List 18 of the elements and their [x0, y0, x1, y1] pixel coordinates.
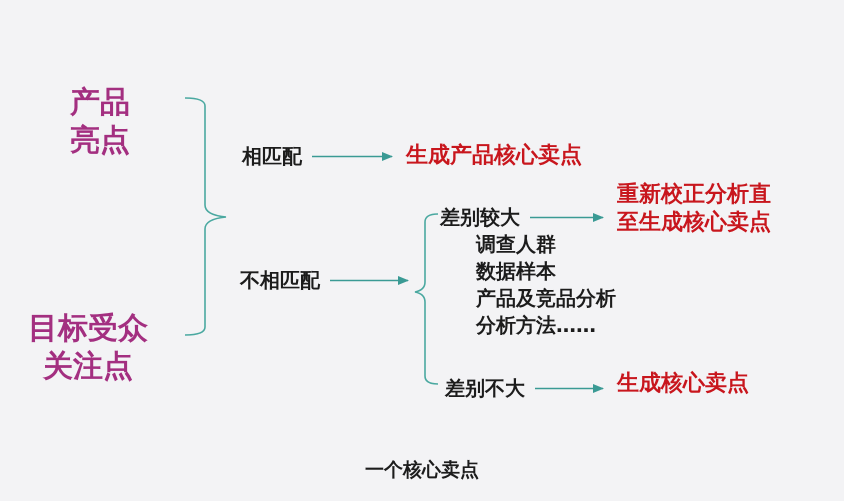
topic-text: 目标受众关注点: [27, 310, 149, 385]
factor-text: 数据样本: [476, 259, 556, 284]
factor-text: 分析方法……: [476, 313, 596, 338]
arrow: [330, 276, 410, 285]
topic-text: 产品亮点: [69, 84, 131, 159]
result-text: 生成产品核心卖点: [406, 142, 582, 170]
arrow: [312, 152, 394, 161]
arrow: [535, 384, 604, 393]
condition-text: 差别较大: [440, 205, 520, 230]
factor-text: 调查人群: [476, 232, 556, 257]
condition-text: 相匹配: [242, 144, 302, 169]
result-text: 生成核心卖点: [617, 370, 749, 398]
factor-text: 产品及竞品分析: [476, 286, 616, 311]
condition-text: 不相匹配: [240, 268, 320, 293]
result-text: 重新校正分析直至生成核心卖点: [617, 181, 772, 236]
arrow: [530, 213, 604, 222]
caption: 一个核心卖点: [364, 459, 480, 483]
condition-text: 差别不大: [445, 376, 525, 401]
